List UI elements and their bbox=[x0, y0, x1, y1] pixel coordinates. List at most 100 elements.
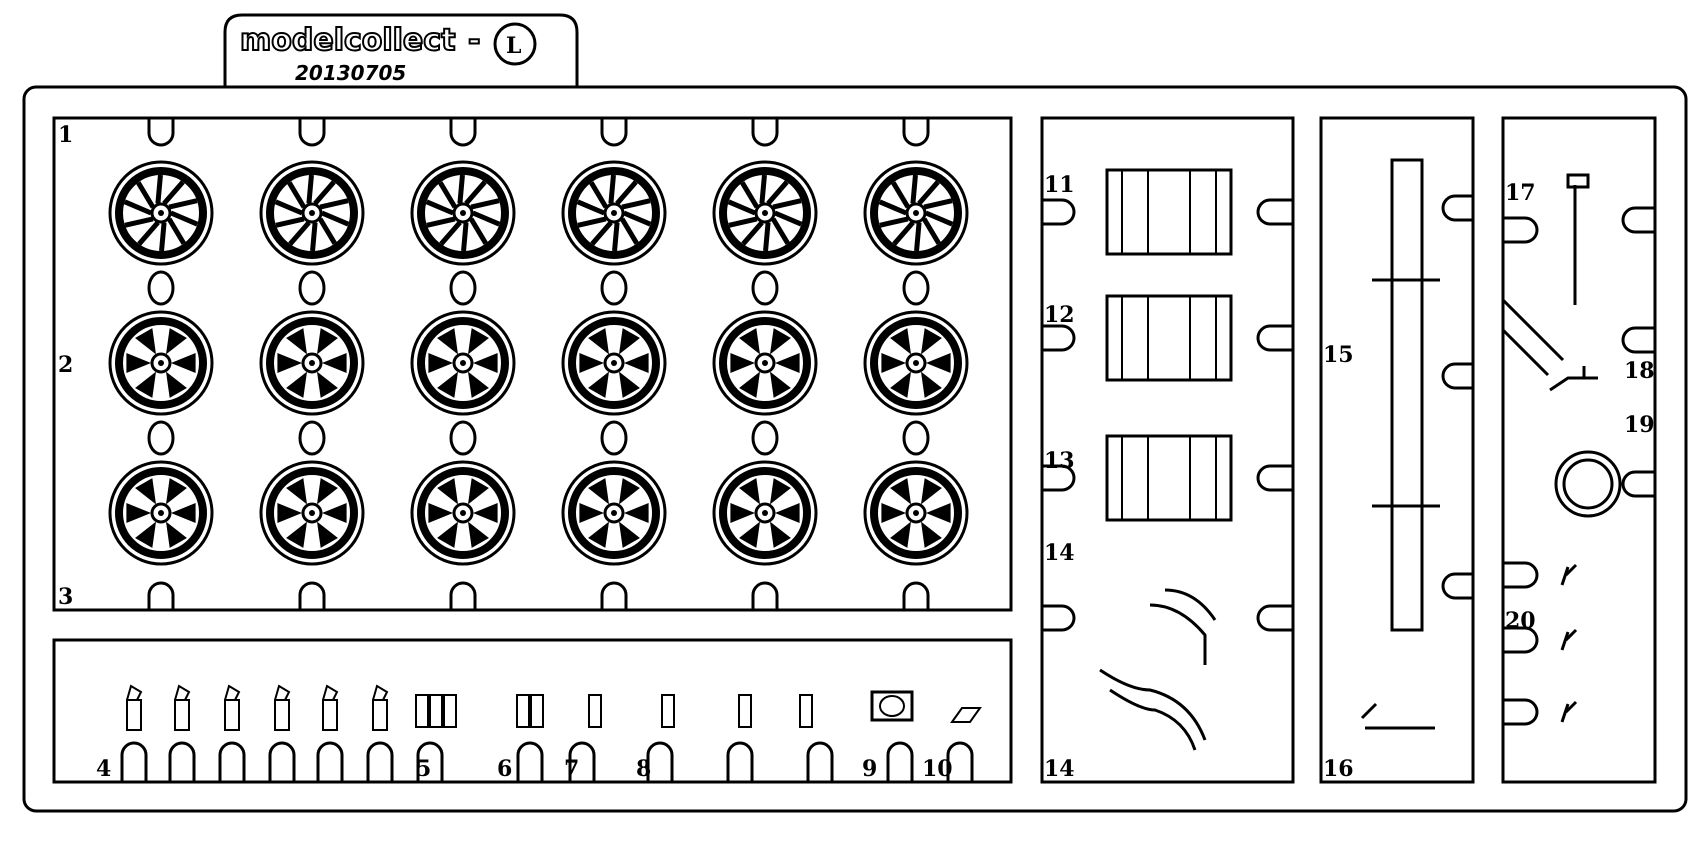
gate-notch bbox=[600, 581, 628, 610]
wheel-part-1 bbox=[108, 160, 214, 266]
wheel-fan-spoke bbox=[317, 521, 338, 548]
part-label-8: 8 bbox=[636, 756, 651, 782]
valve-tip bbox=[274, 684, 291, 701]
part-label-19: 19 bbox=[1624, 412, 1655, 438]
gate-notch bbox=[298, 581, 326, 610]
wheel-fan-spoke bbox=[619, 478, 640, 505]
wheel-spoke bbox=[590, 220, 613, 246]
wheel-spoke bbox=[439, 220, 462, 246]
gate-notch bbox=[1503, 626, 1539, 654]
part-labels: 1 2 3 4 5 6 7 8 9 10 11 12 13 14 14 15 1… bbox=[58, 122, 1655, 782]
wheel-spoke bbox=[137, 220, 160, 246]
runner-diagonal bbox=[1501, 298, 1565, 377]
sprue-letter: L bbox=[506, 33, 521, 59]
wheel-spoke bbox=[425, 199, 454, 216]
wheel-part-1 bbox=[863, 160, 969, 266]
sprue-gate-ellipse bbox=[751, 420, 779, 456]
wheel-fan-spoke bbox=[579, 503, 604, 523]
gate-notch bbox=[147, 581, 175, 610]
valve-tip bbox=[174, 684, 191, 701]
wheel-center bbox=[762, 510, 768, 516]
wheel-part-3 bbox=[259, 460, 365, 566]
wheel-center bbox=[611, 510, 617, 516]
part-label-6: 6 bbox=[497, 756, 512, 782]
wheel-fan-spoke bbox=[277, 503, 302, 523]
bolt-part bbox=[661, 694, 675, 728]
wheel-center bbox=[309, 510, 315, 516]
wheel-spoke bbox=[136, 181, 156, 209]
gate-notch bbox=[168, 741, 196, 782]
wheel-fan-spoke bbox=[588, 371, 609, 398]
wheel-spoke bbox=[464, 180, 487, 206]
wheel-spoke bbox=[923, 198, 953, 210]
wheel-spoke bbox=[766, 180, 789, 206]
wheel-tire bbox=[410, 460, 516, 566]
gate-notch bbox=[298, 118, 326, 147]
clip-part-20 bbox=[1560, 563, 1578, 586]
wheel-fan-spoke bbox=[437, 478, 458, 505]
gate-notch bbox=[1621, 470, 1655, 498]
wheel-center bbox=[913, 510, 919, 516]
wheel-spoke bbox=[319, 198, 349, 210]
rim-barrel-part bbox=[1105, 168, 1233, 256]
wheel-fan-spoke bbox=[890, 371, 911, 398]
wheel-fan-spoke bbox=[322, 353, 347, 373]
wheel-part-3 bbox=[561, 460, 667, 566]
brand-separator: - bbox=[468, 23, 480, 58]
valve-part bbox=[126, 699, 142, 731]
wheel-center bbox=[611, 360, 617, 366]
wheel-fan-spoke bbox=[126, 503, 151, 523]
wheel-fan-spoke bbox=[881, 353, 906, 373]
bolt-part bbox=[588, 694, 602, 728]
bolt-part bbox=[443, 694, 457, 728]
part-label-9: 9 bbox=[862, 756, 877, 782]
bolt-part bbox=[530, 694, 544, 728]
part-label-1: 1 bbox=[58, 122, 73, 148]
plate-part-9 bbox=[870, 690, 914, 722]
rod-part-17 bbox=[1566, 173, 1590, 305]
wheel-spoke bbox=[438, 181, 458, 209]
gate-notch bbox=[751, 581, 779, 610]
part-label-4: 4 bbox=[96, 756, 111, 782]
bolt-part bbox=[738, 694, 752, 728]
wheel-fan-spoke bbox=[775, 503, 800, 523]
wheel-tire bbox=[712, 160, 818, 266]
outer-frame bbox=[22, 85, 1688, 813]
sprue-gate-ellipse bbox=[449, 270, 477, 306]
gate-notch bbox=[806, 741, 834, 782]
wheel-spoke bbox=[468, 217, 488, 245]
bolt-part bbox=[799, 694, 813, 728]
wheel-tire bbox=[259, 460, 365, 566]
wheel-center bbox=[611, 210, 617, 216]
gate-notch bbox=[218, 741, 246, 782]
wheel-part-3 bbox=[410, 460, 516, 566]
wheel-spoke bbox=[170, 210, 199, 227]
wheel-fan-spoke bbox=[437, 521, 458, 548]
rim-barrel bbox=[1105, 434, 1233, 522]
rim-barrel-part bbox=[1105, 434, 1233, 522]
wheel-fan-spoke bbox=[619, 371, 640, 398]
gate-notch bbox=[147, 118, 175, 147]
valve-part bbox=[322, 699, 338, 731]
wheel-part-2 bbox=[863, 310, 969, 416]
wheel-fan-spoke bbox=[890, 478, 911, 505]
gate-notch bbox=[1256, 604, 1293, 632]
axle-rod-15 bbox=[1390, 158, 1424, 632]
wheel-tire bbox=[561, 310, 667, 416]
wheel-fan-spoke bbox=[317, 478, 338, 505]
wheel-fan-spoke bbox=[730, 353, 755, 373]
fitting-part-18 bbox=[1549, 366, 1598, 392]
gate-notch bbox=[1042, 198, 1076, 226]
wheel-spoke bbox=[472, 210, 501, 227]
wheel-spoke bbox=[317, 217, 337, 245]
wheel-rim bbox=[115, 317, 207, 409]
gate-notch bbox=[1042, 324, 1076, 352]
wheel-fan-spoke bbox=[468, 328, 489, 355]
wheel-center bbox=[158, 360, 164, 366]
wheel-rim bbox=[870, 317, 962, 409]
gate-notch bbox=[946, 741, 974, 782]
sprue-letter-circle bbox=[493, 22, 537, 66]
part-label-18: 18 bbox=[1624, 358, 1655, 384]
wheel-spoke bbox=[306, 174, 314, 204]
